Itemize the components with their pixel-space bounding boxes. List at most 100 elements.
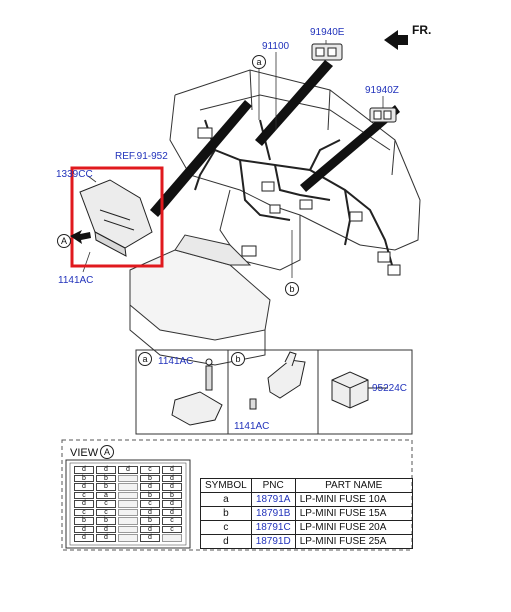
fuse-slot: d (74, 466, 94, 474)
connectors (197, 127, 401, 276)
fuse-slot: c (96, 508, 116, 516)
junction-box (79, 179, 153, 257)
legend-symbol: b (200, 506, 252, 521)
detail-b-tag: b (231, 352, 245, 366)
fuse-slot: d (96, 466, 116, 474)
fuse-slot: d (96, 534, 116, 542)
fuse-slot-empty (162, 534, 182, 542)
fuse-slot: d (74, 483, 94, 491)
legend-header-pnc: PNC (250, 478, 296, 493)
highlight-box (70, 166, 164, 268)
relay-91940Z (369, 107, 397, 123)
legend-part: LP-MINI FUSE 10A (294, 492, 413, 507)
fuse-slot: d (96, 525, 116, 533)
leader-lines (82, 40, 384, 278)
fuse-slot-empty (118, 491, 138, 499)
fuse-slot: d (140, 534, 160, 542)
part-label-91940Z[interactable]: 91940Z (365, 85, 399, 96)
fr-arrow-icon (384, 30, 408, 50)
legend-symbol: a (200, 492, 252, 507)
ref-label[interactable]: REF.91-952 (115, 151, 168, 162)
fuse-slot: a (96, 491, 116, 499)
fuse-slot-empty (118, 517, 138, 525)
view-title-marker: A (100, 445, 114, 459)
fuse-slot: d (162, 474, 182, 482)
callout-a-marker: a (252, 55, 266, 69)
legend-pnc[interactable]: 18791C (250, 520, 296, 535)
fuse-slot-empty (118, 474, 138, 482)
detail-b-relay-label[interactable]: 95224C (372, 383, 408, 394)
legend-pnc[interactable]: 18791D (250, 534, 296, 549)
detail-b-bolt-label[interactable]: 1141AC (234, 421, 270, 432)
fuse-slot: c (74, 491, 94, 499)
legend-part: LP-MINI FUSE 20A (294, 520, 413, 535)
view-title: VIEW (70, 447, 99, 459)
fuse-slot: d (140, 508, 160, 516)
legend-row: c 18791C LP-MINI FUSE 20A (200, 520, 413, 535)
relay-91940E (311, 43, 343, 61)
view-a-marker: A (57, 234, 71, 248)
detail-b-bracket (249, 351, 306, 410)
fuse-slot: d (74, 525, 94, 533)
fuse-slot: d (140, 525, 160, 533)
fuse-slot: c (140, 466, 160, 474)
fuse-slot: b (140, 474, 160, 482)
detail-a-part-label[interactable]: 1141AC (158, 356, 194, 367)
part-label-91940E[interactable]: 91940E (310, 27, 345, 38)
fuse-slot-empty (118, 483, 138, 491)
fuse-slot: c (162, 517, 182, 525)
fuse-slot-empty (118, 500, 138, 508)
fuse-slot: b (96, 483, 116, 491)
part-label-91100[interactable]: 91100 (262, 41, 290, 52)
fuse-slot: d (140, 483, 160, 491)
fuse-slot: b (74, 517, 94, 525)
legend-part: LP-MINI FUSE 25A (294, 534, 413, 549)
legend-header-symbol: SYMBOL (200, 478, 252, 493)
fuse-slot: b (74, 474, 94, 482)
fuse-box-outline (65, 459, 191, 549)
legend-symbol: d (200, 534, 252, 549)
fuse-slot: b (140, 491, 160, 499)
part-label-1141AC[interactable]: 1141AC (58, 275, 94, 286)
legend-header-part-name: PART NAME (294, 478, 413, 493)
fuse-slot: d (162, 500, 182, 508)
legend-symbol: c (200, 520, 252, 535)
detail-panel-frame (135, 349, 413, 435)
detail-a-bracket (171, 358, 223, 426)
fuse-slot: d (162, 508, 182, 516)
fuse-slot: d (162, 483, 182, 491)
fuse-slot: b (96, 474, 116, 482)
legend-part: LP-MINI FUSE 15A (294, 506, 413, 521)
fuse-slot: b (140, 517, 160, 525)
fuse-slot-empty (118, 525, 138, 533)
relay-95224C (331, 371, 388, 409)
harness-bands (150, 60, 400, 217)
fuse-slot: b (162, 491, 182, 499)
fuse-slot: c (96, 500, 116, 508)
fuse-slot: d (118, 466, 138, 474)
part-label-1339CC[interactable]: 1339CC (56, 169, 93, 180)
callout-b-marker: b (285, 282, 299, 296)
fuse-slot-empty (118, 508, 138, 516)
fuse-slot-empty (118, 534, 138, 542)
fuse-legend-table: SYMBOL PNC PART NAME a 18791A LP-MINI FU… (200, 478, 413, 549)
fuse-slot: b (96, 517, 116, 525)
direction-label: FR. (412, 23, 432, 37)
view-panel-frame (61, 439, 413, 551)
legend-pnc[interactable]: 18791B (250, 506, 296, 521)
legend-row: a 18791A LP-MINI FUSE 10A (200, 492, 413, 507)
fuse-slot: c (74, 508, 94, 516)
legend-row: d 18791D LP-MINI FUSE 25A (200, 534, 413, 549)
legend-pnc[interactable]: 18791A (250, 492, 296, 507)
legend-row: b 18791B LP-MINI FUSE 15A (200, 506, 413, 521)
fuse-slot: c (162, 525, 182, 533)
center-console (129, 234, 271, 366)
fuse-slot: d (74, 534, 94, 542)
view-a-arrow-icon (70, 230, 91, 244)
fuse-slot: d (162, 466, 182, 474)
fuse-slot: c (140, 500, 160, 508)
detail-a-tag: a (138, 352, 152, 366)
fuse-slot: d (74, 500, 94, 508)
